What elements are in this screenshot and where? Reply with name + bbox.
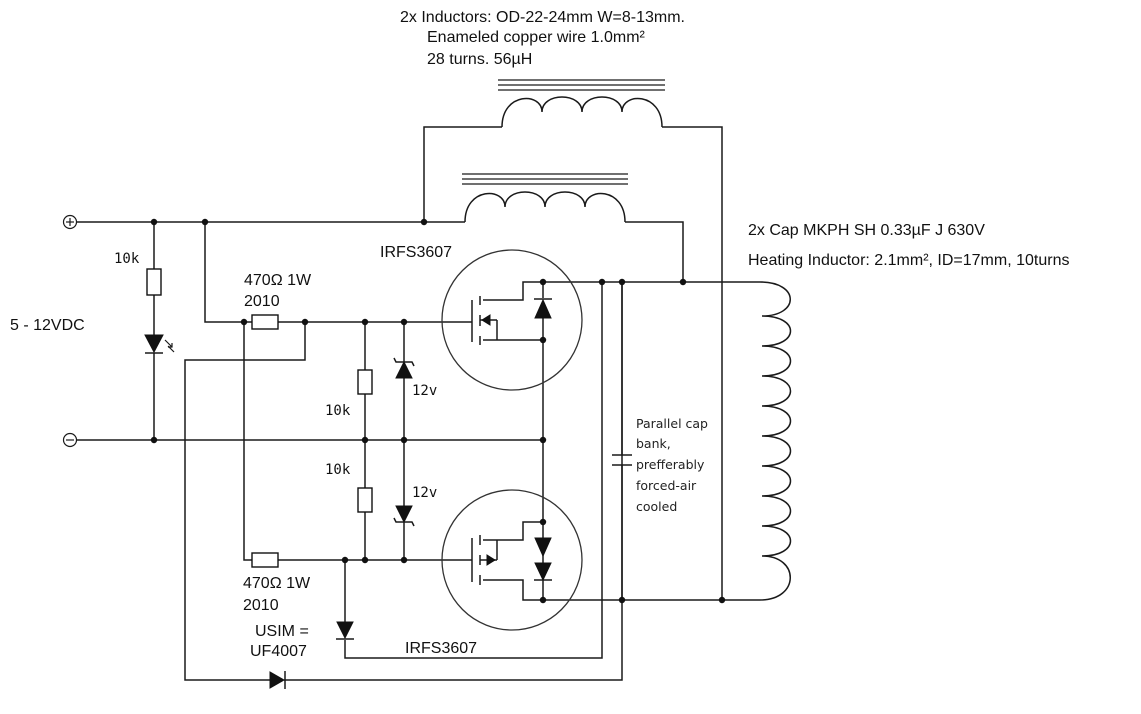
negative-terminal-icon (62, 432, 78, 448)
inductor-spec-line-1: 2x Inductors: OD-22-24mm W=8-13mm. (400, 9, 685, 26)
gate-resistor-top-package: 2010 (244, 293, 280, 310)
capacitor-spec-note: 2x Cap MKPH SH 0.33µF J 630V (748, 222, 985, 239)
supply-voltage-label: 5 - 12VDC (10, 317, 85, 334)
choke-inductor-bottom-icon (462, 173, 628, 223)
heating-coil-icon (759, 281, 792, 601)
mosfet-bottom-icon (441, 489, 583, 631)
heating-inductor-spec-note: Heating Inductor: 2.1mm², ID=17mm, 10tur… (748, 252, 1069, 269)
positive-terminal-icon (62, 214, 78, 230)
zener-top-icon (393, 357, 415, 379)
inductor-spec-line-2: Enameled copper wire 1.0mm² (427, 29, 646, 46)
junction-dots (150, 218, 726, 604)
choke-inductor-top-icon (498, 79, 665, 128)
gate-resistor-top-icon (251, 314, 279, 330)
gate-resistor-top-label: 470Ω 1W (244, 272, 312, 289)
led-icon (144, 334, 175, 354)
cap-bank-note-line-2: bank, (636, 436, 671, 451)
mosfet-top-label: IRFS3607 (380, 244, 452, 261)
cap-bank-capacitor-icon (612, 454, 632, 466)
gate-diode-top-icon (269, 671, 286, 689)
zener-top-label: 12v (412, 383, 437, 399)
wiring (77, 126, 760, 681)
led-resistor-icon (146, 268, 162, 296)
gate-resistor-bottom-package: 2010 (243, 597, 279, 614)
inductor-spec-line-3: 28 turns. 56µH (427, 51, 532, 68)
zener-bottom-icon (393, 505, 415, 527)
zener-bottom-label: 12v (412, 485, 437, 501)
pulldown-resistor-top-icon (357, 369, 373, 395)
pulldown-resistor-top-label: 10k (325, 403, 351, 419)
pulldown-resistor-bottom-label: 10k (325, 462, 351, 478)
mosfet-bottom-label: IRFS3607 (405, 640, 477, 657)
cap-bank-note-line-5: cooled (636, 499, 677, 514)
gate-diode-bottom-icon (336, 621, 354, 640)
gate-resistor-bottom-label: 470Ω 1W (243, 575, 311, 592)
led-resistor-label: 10k (114, 251, 140, 267)
mosfet-top-icon (441, 249, 583, 391)
cap-bank-note-line-4: forced-air (636, 478, 697, 493)
gate-resistor-bottom-icon (251, 552, 279, 568)
diode-note-line-2: UF4007 (250, 643, 307, 660)
cap-bank-note: Parallel cap bank, prefferably forced-ai… (636, 416, 708, 514)
inductor-spec-note: 2x Inductors: OD-22-24mm W=8-13mm. Ename… (400, 9, 685, 68)
cap-bank-note-line-1: Parallel cap (636, 416, 708, 431)
pulldown-resistor-bottom-icon (357, 487, 373, 513)
cap-bank-note-line-3: prefferably (636, 457, 705, 472)
diode-note-line-1: USIM = (255, 623, 309, 640)
